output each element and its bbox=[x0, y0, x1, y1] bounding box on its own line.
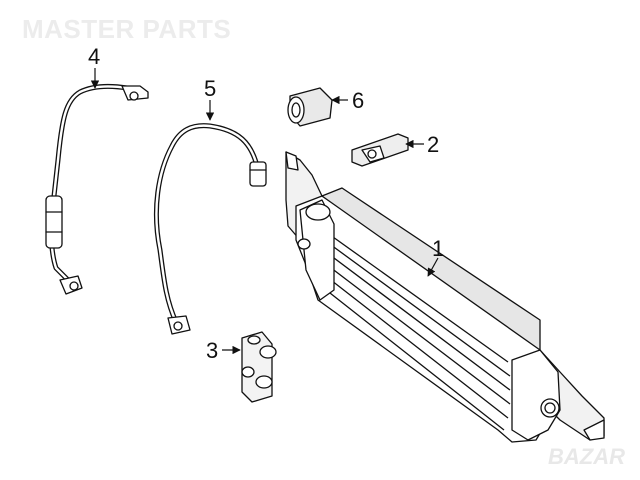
callout-arrow-1 bbox=[427, 257, 439, 277]
callout-label-1: 1 bbox=[432, 236, 445, 261]
cooler-line-upper bbox=[45, 83, 149, 295]
callout-label-5: 5 bbox=[204, 76, 217, 101]
cooler-line-lower bbox=[153, 123, 267, 335]
oil-cooler bbox=[285, 151, 605, 443]
callout-arrows bbox=[90, 68, 439, 355]
connector-fitting bbox=[241, 331, 277, 403]
watermark-text: MASTER PARTS bbox=[22, 14, 232, 44]
mounting-clip bbox=[351, 133, 409, 167]
rubber-mount bbox=[287, 87, 333, 127]
callout-label-2: 2 bbox=[427, 132, 440, 157]
bazar-watermark: BAZAR bbox=[548, 444, 625, 469]
callout-label-3: 3 bbox=[206, 338, 219, 363]
callout-label-4: 4 bbox=[88, 44, 101, 69]
callout-label-6: 6 bbox=[352, 88, 365, 113]
